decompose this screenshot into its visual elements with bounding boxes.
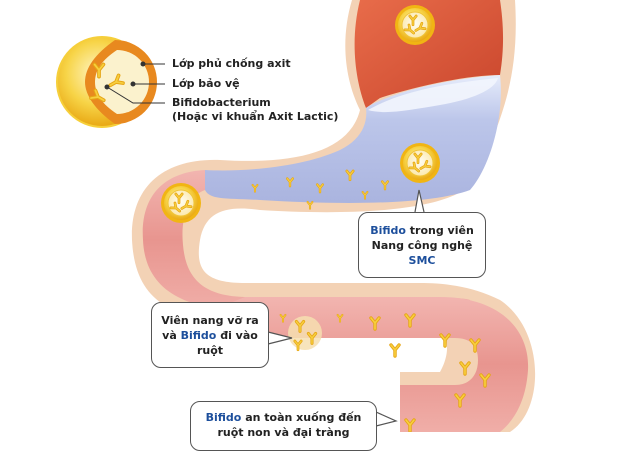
bifido-digestive-diagram: Lớp phủ chống axit Lớp bảo vệ Bifidobact… (56, 0, 536, 451)
legend-acid-coating: Lớp phủ chống axit (172, 57, 291, 70)
legend-bifidobacterium: Bifidobacterium (172, 96, 271, 109)
capsule-cross-section (56, 36, 157, 128)
stomach-wall (354, 0, 504, 108)
legend-lactic-acid-bacteria: (Hoặc vi khuẩn Axit Lactic) (172, 110, 339, 123)
callout-safe-to-intestine: Bifido an toàn xuống đến ruột non và đại… (190, 401, 377, 451)
capsule-in-fluid (400, 143, 440, 183)
broken-capsule (288, 316, 322, 352)
legend-leaders (104, 61, 165, 104)
digestive-tract-illustration (56, 0, 536, 432)
callout-highlight: Bifido (370, 224, 406, 237)
capsule-stomach-top (395, 5, 435, 45)
intestine-lower (200, 297, 529, 432)
capsule-intestine-bend (161, 183, 201, 223)
fluid-surface (368, 78, 498, 113)
callout-capsule-breaks: Viên nang vỡ ra và Bifido đi vào ruột (151, 302, 269, 368)
callout-capsule-in-stomach: Bifido trong viên Nang công nghệ SMC (358, 212, 486, 278)
callout-pointers (267, 189, 425, 427)
legend-protective-layer: Lớp bảo vệ (172, 77, 240, 90)
